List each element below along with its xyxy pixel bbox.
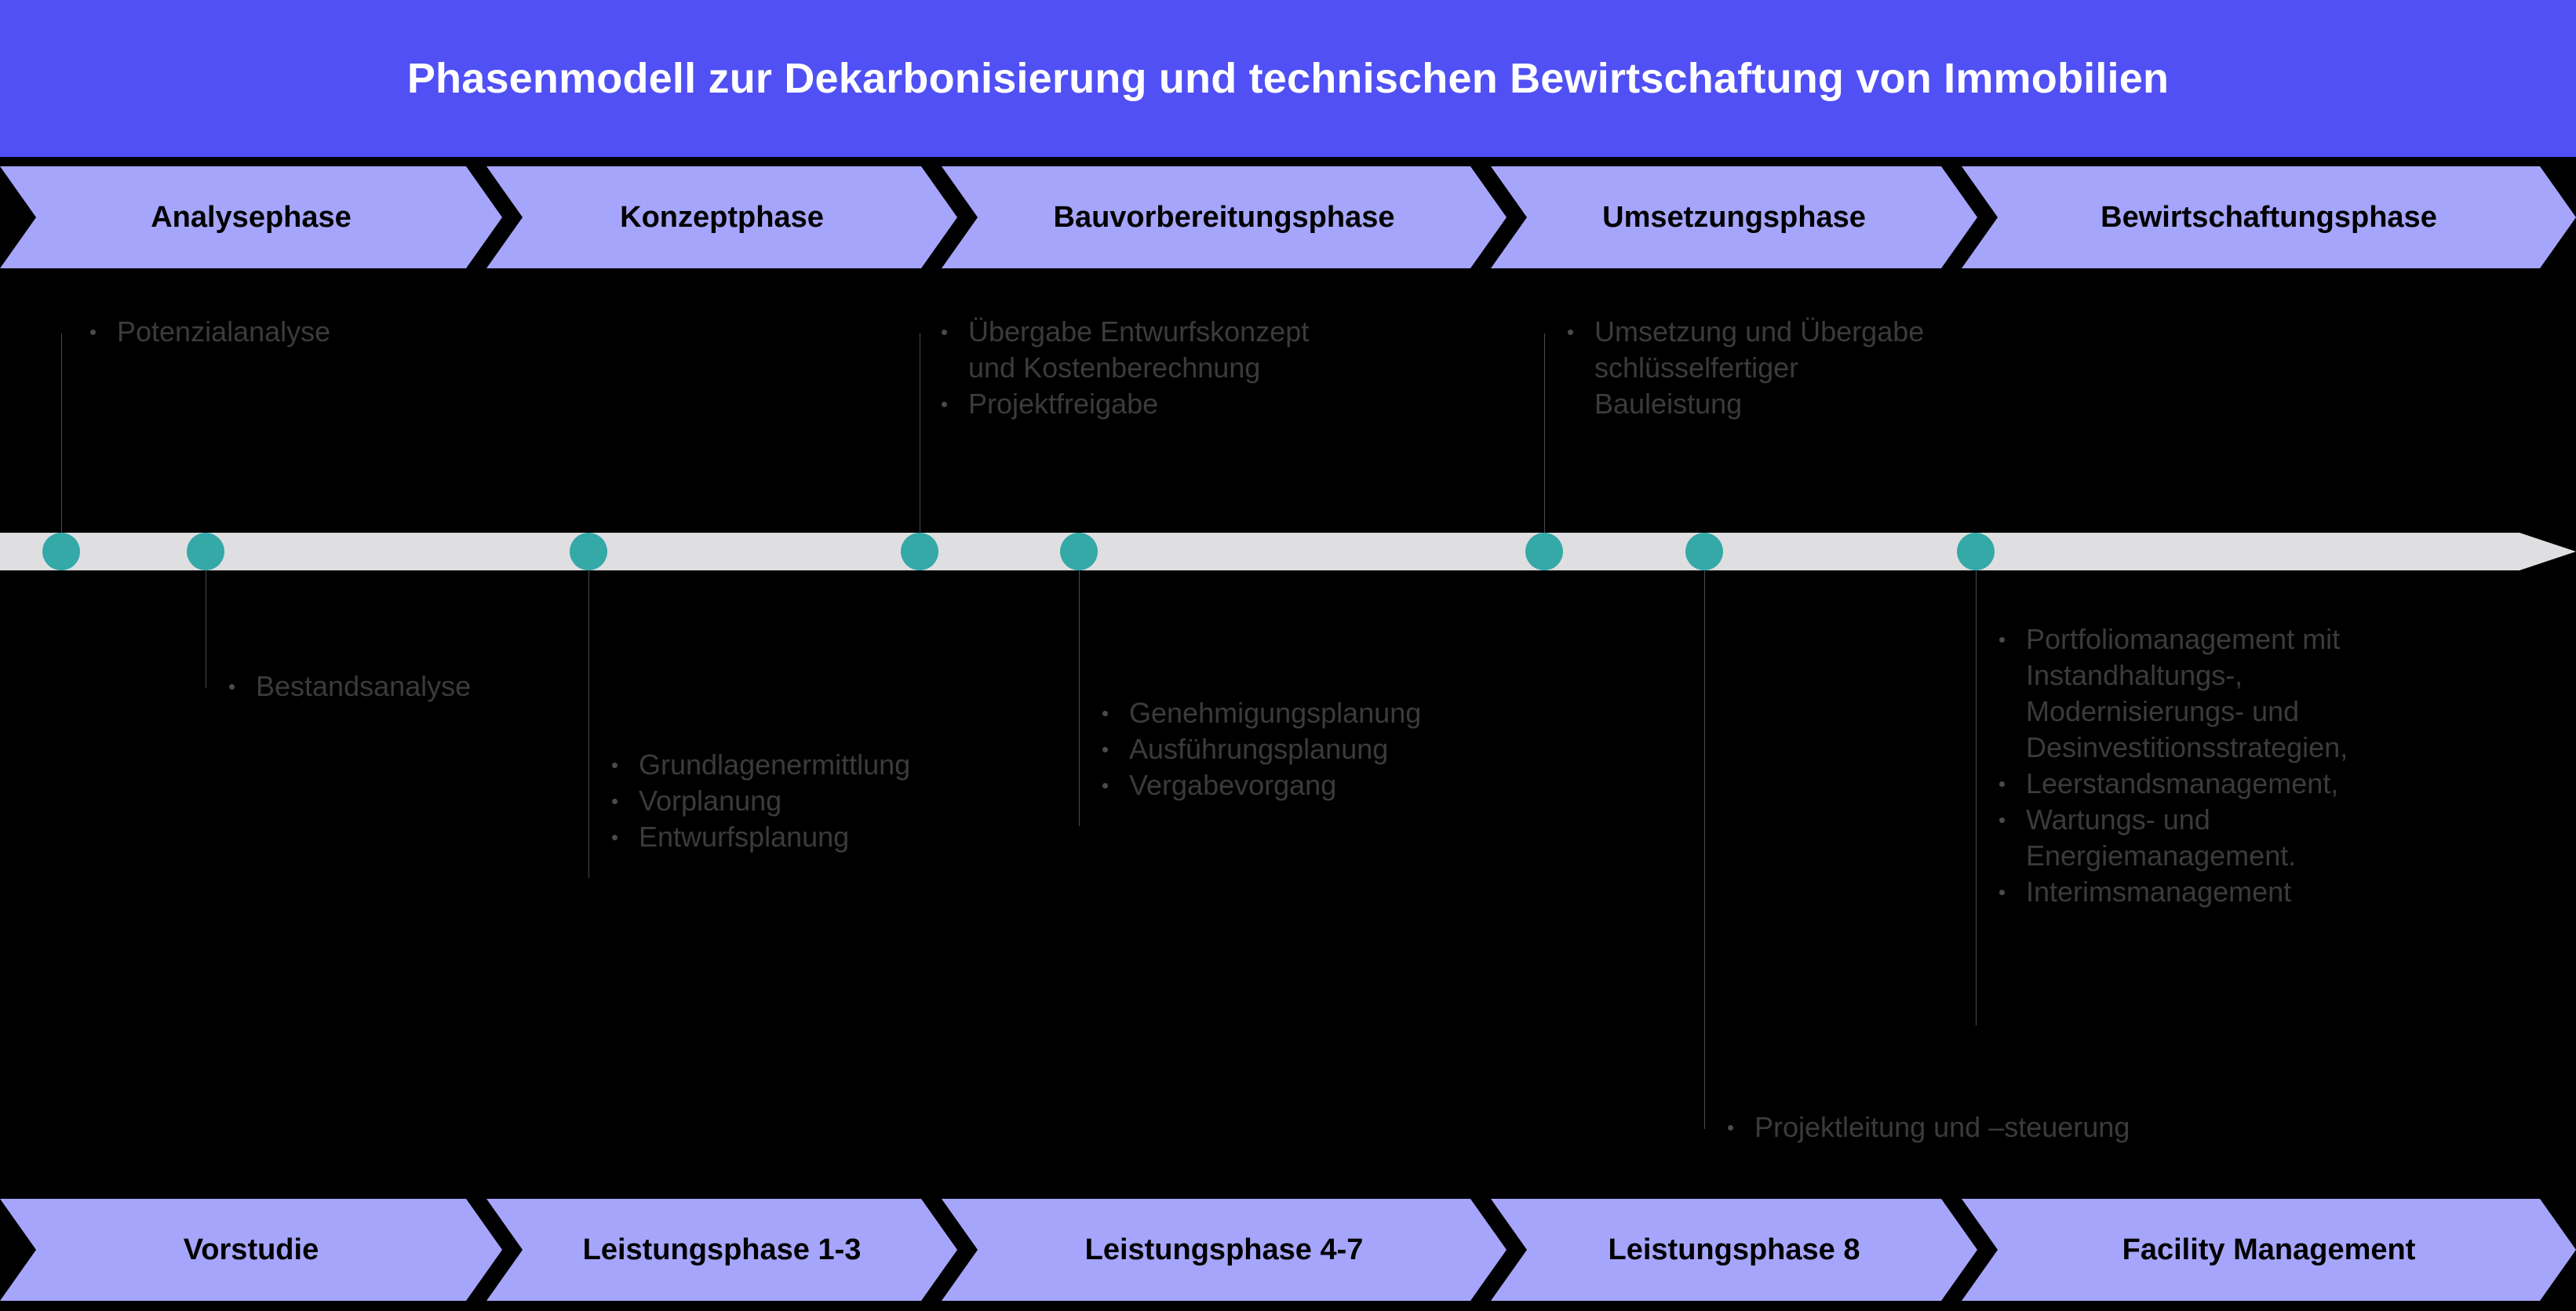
service-phase-chevron-0[interactable]: Vorstudie [0, 1199, 502, 1301]
phase-label: Bewirtschaftungsphase [2101, 200, 2437, 234]
phase-label: Analysephase [151, 200, 352, 234]
connector-line-umsetzung-uebergabe [1544, 333, 1545, 541]
page-title: Phasenmodell zur Dekarbonisierung und te… [406, 55, 2170, 102]
service-phase-chevron-2[interactable]: Leistungsphase 4-7 [942, 1199, 1507, 1301]
annotation-item: Genehmigungsplanung [1102, 695, 1421, 731]
service-phase-chevron-band: Vorstudie Leistungsphase 1-3 Leistungsphas… [0, 1199, 2576, 1301]
phase-label: Umsetzungsphase [1602, 200, 1866, 234]
annotation-line: Projektleitung und –steuerung [1754, 1111, 2130, 1143]
annotation-line: Instandhaltungs-, [2026, 659, 2243, 691]
phase-label: Konzeptphase [620, 200, 824, 234]
service-phase-label: Leistungsphase 1-3 [582, 1233, 862, 1266]
phase-chevron-band: Analysephase Konzeptphase Bauvorbereitungs… [0, 166, 2576, 268]
title-banner: Phasenmodell zur Dekarbonisierung und te… [0, 0, 2576, 157]
annotation-line: Leerstandsmanagement, [2026, 767, 2339, 799]
annotation-item: Entwurfsplanung [612, 819, 910, 855]
milestone-dot-projektleitung[interactable] [1685, 533, 1723, 570]
annotation-item: Potenzialanalyse [90, 314, 330, 350]
annotation-line: Potenzialanalyse [117, 315, 331, 348]
phase-label: Bauvorbereitungsphase [1053, 200, 1395, 234]
annotation-line: Vergabevorgang [1129, 769, 1337, 801]
annotation-group-potenzialanalyse: Potenzialanalyse [90, 314, 330, 350]
phase-chevron-2[interactable]: Bauvorbereitungsphase [942, 166, 1507, 268]
service-phase-chevron-1[interactable]: Leistungsphase 1-3 [486, 1199, 957, 1301]
annotation-line: Umsetzung und Übergabe [1594, 315, 1925, 348]
milestone-dot-grundlagen[interactable] [570, 533, 607, 570]
annotation-item: Projektfreigabe [942, 386, 1309, 422]
annotation-item: Ausführungsplanung [1102, 731, 1421, 767]
milestone-dot-genehmigungsplanung[interactable] [1060, 533, 1098, 570]
annotation-line: Vorplanung [639, 785, 782, 817]
annotation-item: Leerstandsmanagement, [1999, 766, 2348, 802]
service-phase-label: Vorstudie [183, 1233, 319, 1266]
annotation-item: Vorplanung [612, 783, 910, 819]
annotation-line: Portfoliomanagement mit [2026, 623, 2341, 655]
connector-line-potenzialanalyse [61, 333, 62, 541]
service-phase-label: Leistungsphase 8 [1608, 1233, 1860, 1266]
annotation-item: Grundlagenermittlung [612, 747, 910, 783]
annotation-line: Projektfreigabe [968, 388, 1159, 420]
annotation-group-projektleitung-steuerung: Projektleitung und –steuerung [1728, 1109, 2130, 1145]
milestone-dot-umsetzung-uebergabe[interactable] [1525, 533, 1563, 570]
annotation-line: Genehmigungsplanung [1129, 697, 1422, 729]
phase-chevron-4[interactable]: Bewirtschaftungsphase [1962, 166, 2576, 268]
annotation-line: Übergabe Entwurfskonzept [968, 315, 1310, 348]
annotation-group-bestandsanalyse: Bestandsanalyse [229, 668, 471, 705]
annotation-item: Bestandsanalyse [229, 668, 471, 705]
annotation-line: Wartungs- und [2026, 803, 2210, 836]
annotation-line: Bestandsanalyse [256, 670, 472, 702]
annotation-line: Interimsmanagement [2026, 876, 2292, 908]
annotation-line: Ausführungsplanung [1129, 733, 1389, 765]
annotation-item: Projektleitung und –steuerung [1728, 1109, 2130, 1145]
annotation-item: Interimsmanagement [1999, 874, 2348, 910]
connector-line-bewirtschaftung-leistungen [1976, 570, 1977, 1025]
timeline-bar [0, 533, 2576, 570]
annotation-line: schlüsselfertiger [1594, 351, 1799, 384]
phase-chevron-3[interactable]: Umsetzungsphase [1491, 166, 1977, 268]
connector-line-grundlagen-vorplanung-entwurf [588, 570, 589, 878]
connector-line-genehmigung-ausfuehrung-vergabe [1079, 570, 1080, 826]
annotation-item: Vergabevorgang [1102, 767, 1421, 803]
annotation-line: Desinvestitionsstrategien, [2026, 731, 2348, 763]
phase-chevron-1[interactable]: Konzeptphase [486, 166, 957, 268]
annotation-line: Entwurfsplanung [639, 821, 850, 853]
annotation-line: Energiemanagement. [2026, 839, 2297, 872]
service-phase-chevron-4[interactable]: Facility Management [1962, 1199, 2576, 1301]
service-phase-label: Facility Management [2122, 1233, 2416, 1266]
annotation-line: Bauleistung [1594, 388, 1743, 420]
milestone-dot-potenzialanalyse[interactable] [42, 533, 80, 570]
annotation-line: Grundlagenermittlung [639, 748, 911, 781]
phase-chevron-0[interactable]: Analysephase [0, 166, 502, 268]
annotation-line: und Kostenberechnung [968, 351, 1261, 384]
annotation-line: Modernisierungs- und [2026, 695, 2300, 727]
service-phase-label: Leistungsphase 4-7 [1084, 1233, 1364, 1266]
milestone-dot-bestandsanalyse[interactable] [187, 533, 224, 570]
service-phase-chevron-3[interactable]: Leistungsphase 8 [1491, 1199, 1977, 1301]
milestone-dot-portfoliomanagement[interactable] [1957, 533, 1995, 570]
milestone-dot-uebergabe-entwurf[interactable] [901, 533, 938, 570]
connector-line-projektleitung-steuerung [1704, 570, 1705, 1129]
